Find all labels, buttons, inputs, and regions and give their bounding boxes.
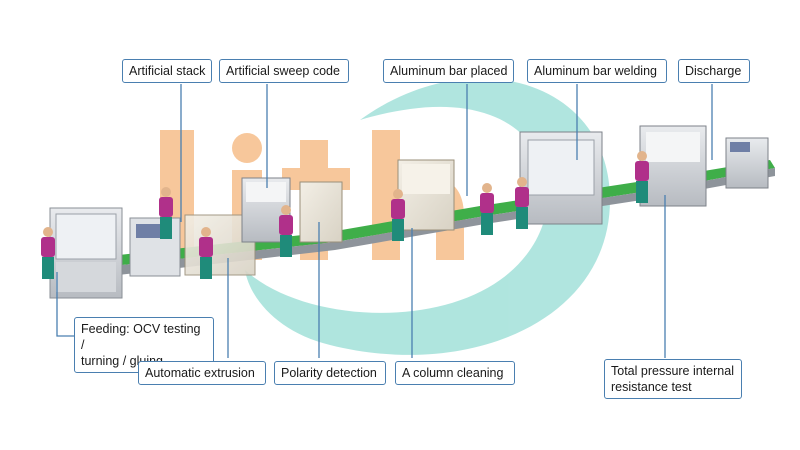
worker-figure <box>159 187 173 239</box>
aluminum-placement-station <box>397 159 455 231</box>
leader-lines <box>56 84 713 358</box>
label-aluminum-bar-placed: Aluminum bar placed <box>383 59 514 83</box>
label-total-pressure-line-1: Total pressure internal <box>611 364 734 378</box>
welding-station <box>519 131 603 225</box>
worker-figure <box>41 227 55 279</box>
worker-figure <box>279 205 293 257</box>
discharge-station <box>725 137 769 189</box>
worker-figure <box>199 227 213 279</box>
label-total-pressure: Total pressure internal resistance test <box>604 359 742 399</box>
worker-figure <box>391 189 405 241</box>
label-polarity-detection: Polarity detection <box>274 361 386 385</box>
label-artificial-sweep-code: Artificial sweep code <box>219 59 349 83</box>
feeding-station <box>49 207 123 299</box>
label-total-pressure-line-2: resistance test <box>611 380 692 394</box>
label-feeding-line-1: Feeding: OCV testing / <box>81 322 201 352</box>
ocv-tester <box>129 217 181 277</box>
label-automatic-extrusion: Automatic extrusion <box>138 361 266 385</box>
worker-figure <box>515 177 529 229</box>
label-aluminum-bar-welding: Aluminum bar welding <box>527 59 667 83</box>
label-column-cleaning: A column cleaning <box>395 361 515 385</box>
label-discharge: Discharge <box>678 59 750 83</box>
watermark-dot-i <box>232 133 262 163</box>
worker-figure <box>480 183 494 235</box>
watermark-teal-swoosh <box>245 78 610 355</box>
label-artificial-stack: Artificial stack <box>122 59 212 83</box>
workers <box>41 151 649 279</box>
leader-feeding <box>56 272 78 337</box>
polarity-station <box>299 181 343 243</box>
machines <box>49 125 769 299</box>
resistance-test-station <box>639 125 707 207</box>
worker-figure <box>635 151 649 203</box>
